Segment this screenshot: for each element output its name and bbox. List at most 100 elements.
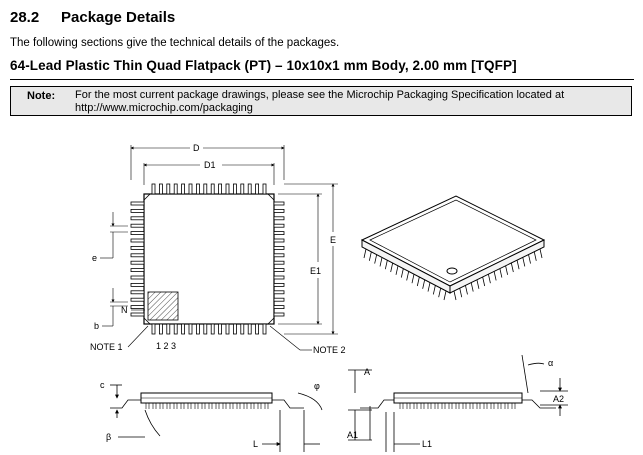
- lead: [255, 323, 260, 335]
- lead: [273, 290, 285, 295]
- lead: [130, 297, 145, 302]
- lead: [130, 253, 145, 258]
- label-E: E: [330, 235, 336, 245]
- lead: [225, 323, 230, 335]
- lead: [130, 208, 145, 213]
- lead: [247, 323, 252, 335]
- lead: [225, 183, 230, 195]
- lead: [195, 183, 200, 195]
- lead: [203, 323, 208, 335]
- lead: [273, 223, 285, 228]
- lead: [438, 288, 442, 298]
- lead: [499, 268, 503, 278]
- lead: [533, 251, 537, 261]
- lead: [273, 245, 285, 250]
- lead: [232, 183, 237, 195]
- lead: [130, 245, 145, 250]
- lead: [203, 183, 208, 195]
- lead: [273, 260, 285, 265]
- lead: [130, 201, 145, 206]
- lead: [210, 183, 215, 195]
- label-note2: NOTE 2: [313, 345, 346, 355]
- lead: [247, 183, 252, 195]
- label-note1: NOTE 1: [90, 342, 123, 352]
- lead: [158, 323, 163, 335]
- lead: [181, 323, 186, 335]
- label-E1: E1: [310, 266, 321, 276]
- lead: [130, 238, 145, 243]
- lead: [273, 297, 285, 302]
- lead: [130, 231, 145, 236]
- lead: [493, 271, 497, 281]
- lead: [273, 268, 285, 273]
- lead: [188, 183, 193, 195]
- lead: [416, 276, 420, 287]
- lead: [273, 305, 285, 310]
- lead: [427, 282, 431, 292]
- lead: [210, 323, 215, 335]
- lead: [130, 268, 145, 273]
- label-beta: β: [106, 432, 111, 442]
- lead: [273, 201, 285, 206]
- lead: [273, 253, 285, 258]
- side-view-left: [110, 384, 323, 452]
- lead: [510, 262, 514, 273]
- label-A: A: [364, 367, 370, 377]
- lead: [273, 275, 285, 280]
- lead: [453, 290, 457, 301]
- package-leads: [130, 183, 285, 335]
- lead: [368, 251, 372, 261]
- lead: [363, 248, 367, 259]
- lead: [273, 216, 285, 221]
- lead: [273, 282, 285, 287]
- top-view: [130, 145, 285, 325]
- label-e: e: [92, 253, 97, 263]
- label-A1: A1: [347, 430, 358, 440]
- lead: [476, 279, 480, 289]
- note-box: Note: For the most current package drawi…: [10, 86, 632, 116]
- lead: [488, 274, 491, 284]
- lead: [240, 183, 245, 195]
- lead: [188, 323, 193, 335]
- lead: [130, 216, 145, 221]
- lead: [130, 312, 145, 317]
- lead: [395, 265, 399, 275]
- lead: [470, 282, 474, 292]
- intro-text: The following sections give the technica…: [10, 37, 340, 49]
- lead: [240, 323, 245, 335]
- lead: [130, 275, 145, 280]
- section-number: 28.2: [10, 9, 40, 26]
- lead: [262, 183, 267, 195]
- lead: [374, 254, 378, 264]
- title-rule: [10, 79, 634, 80]
- label-alpha: α: [548, 358, 553, 368]
- lead: [273, 231, 285, 236]
- lead: [130, 305, 145, 310]
- label-pins: 1 2 3: [156, 341, 176, 351]
- lead: [151, 323, 156, 335]
- label-L1: L1: [422, 439, 432, 449]
- lead: [379, 257, 383, 267]
- lead: [232, 323, 237, 335]
- note-text: For the most current package drawings, p…: [75, 89, 565, 114]
- section-title: Package Details: [61, 9, 176, 26]
- lead: [465, 285, 468, 295]
- lead: [218, 323, 223, 335]
- isometric-leads: [363, 248, 543, 301]
- lead: [166, 323, 171, 335]
- label-N: N: [121, 305, 128, 315]
- side-view-right: [348, 354, 568, 452]
- package-title: 64-Lead Plastic Thin Quad Flatpack (PT) …: [10, 58, 517, 73]
- isometric-view: [360, 195, 546, 294]
- lead: [273, 312, 285, 317]
- lead: [173, 323, 178, 335]
- lead: [522, 257, 526, 267]
- label-A2: A2: [553, 394, 564, 404]
- lead: [181, 183, 186, 195]
- lead: [400, 268, 404, 278]
- side-leads-right: [399, 403, 516, 409]
- lead: [158, 183, 163, 195]
- lead: [273, 238, 285, 243]
- lead: [273, 208, 285, 213]
